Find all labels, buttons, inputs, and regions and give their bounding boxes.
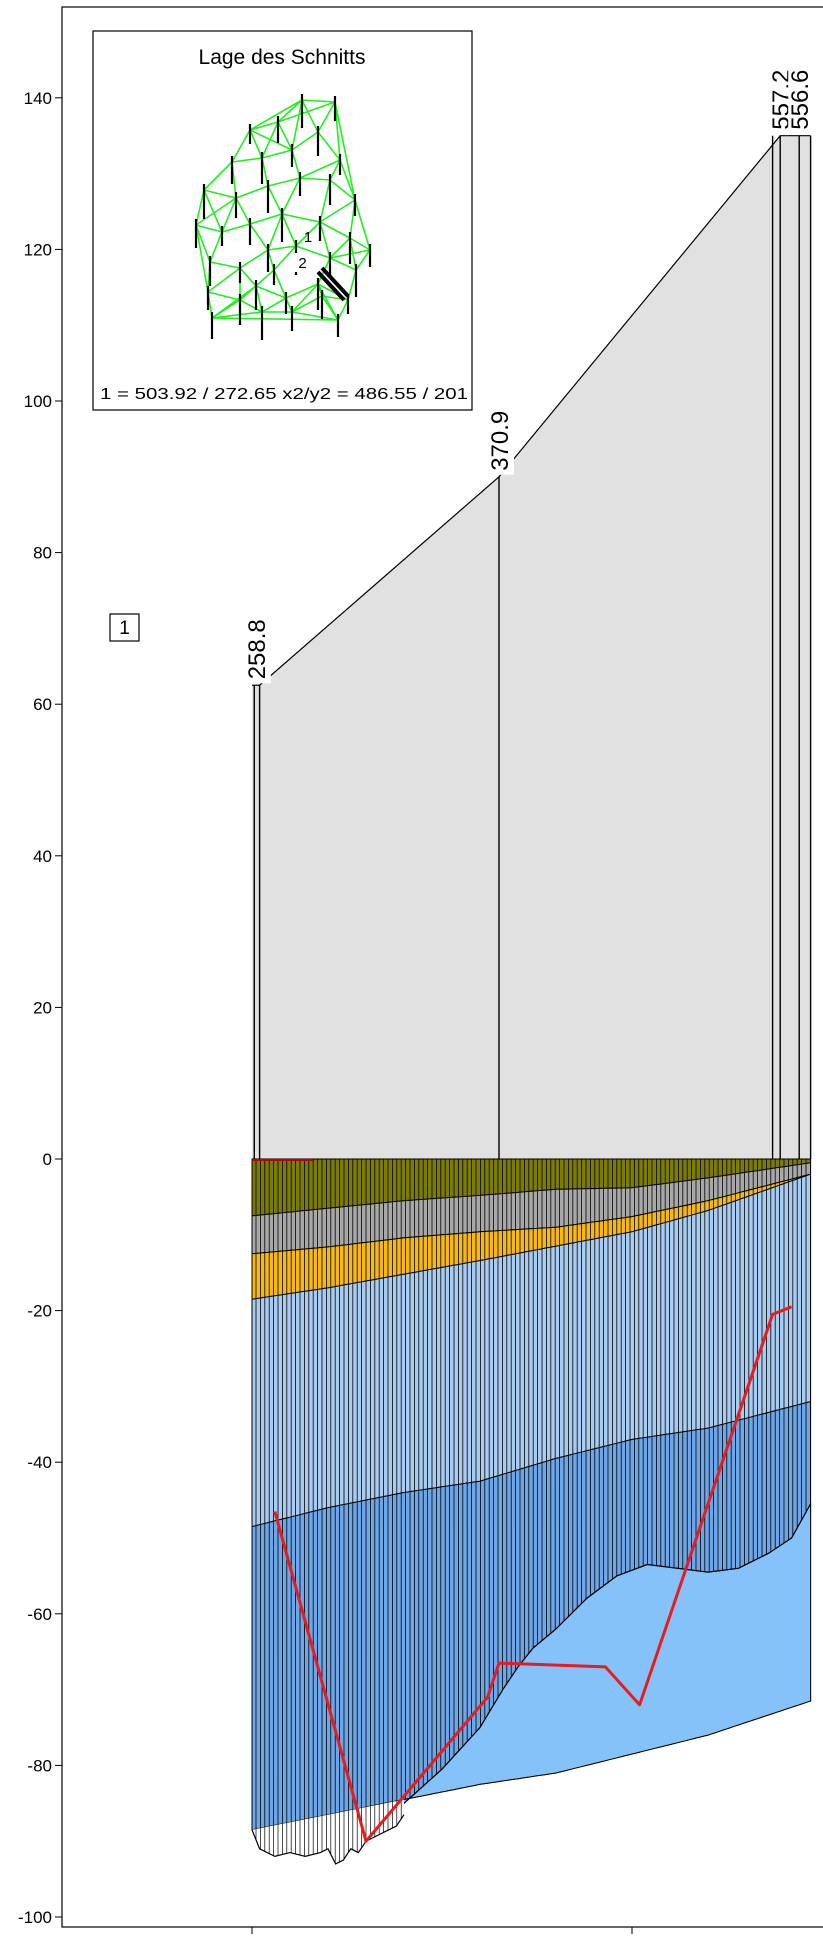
pile-label-bg [788,65,815,134]
y-tick-label: 40 [33,847,52,866]
y-tick-label: 20 [33,998,52,1017]
section-marker-box [109,613,140,642]
inset-mesh-lines [195,99,371,321]
section-marker-label: 1 [119,618,130,639]
inner-surface-line [365,1503,812,1816]
y-tick-label: -40 [27,1453,52,1472]
inset-marker-1: 1 [304,229,312,246]
pile-label-text: 258.8 [244,619,271,679]
pile-fill [252,135,811,1159]
inset-pile-marks [194,94,372,340]
section-marker: 1 [109,613,140,642]
pile-label-text: 370.9 [487,411,514,471]
pile-label-bg [488,406,514,475]
pile-label: 258.8 [244,615,271,684]
y-tick-label: -60 [27,1605,52,1624]
x-tick-label: 50 [623,1938,642,1940]
y-axis: 140 120 100 80 60 40 20 0 -20 -40 -60 -80 -100 [18,89,62,1927]
y-tick-label: 80 [33,544,52,563]
inset-mesh [194,94,372,340]
y-tick-label: 140 [24,89,52,108]
inset-section-line [316,266,350,302]
bottom-hatch [251,1799,405,1865]
inset-marker-2-box [294,253,311,272]
y-tick-label: 60 [33,695,52,714]
y-tick-label: -20 [27,1302,52,1321]
inset-footer: 1 = 503.92 / 272.65 x2/y2 = 486.55 / 201 [100,386,468,403]
inset-title: Lage des Schnitts [199,46,366,69]
y-tick-label: 0 [43,1150,52,1169]
x-axis: 0 50 [247,1927,641,1940]
pile-label: 370.9 [487,406,514,475]
plot-frame [61,6,823,1928]
pile-label-bg [244,615,271,684]
inset-marker-2: 2 [298,255,306,272]
location-inset: Lage des Schnitts 1 2 1 = 503.92 / 272.6… [92,30,473,411]
pile-label: 556.6 [787,65,815,134]
soil-layers [251,1158,812,1831]
y-tick-label: 100 [24,392,52,411]
y-tick-label: -100 [18,1908,52,1927]
y-tick-label: -80 [27,1756,52,1775]
pile-label-text: 556.6 [787,70,814,130]
y-tick-label: 120 [24,240,52,259]
x-tick-label: 0 [247,1938,256,1940]
red-series-line [273,1305,793,1843]
plot-area [251,135,812,1865]
red-line-layer [273,1305,793,1843]
pile-verticals [253,135,812,1159]
bottom-profile-line [251,1814,405,1865]
